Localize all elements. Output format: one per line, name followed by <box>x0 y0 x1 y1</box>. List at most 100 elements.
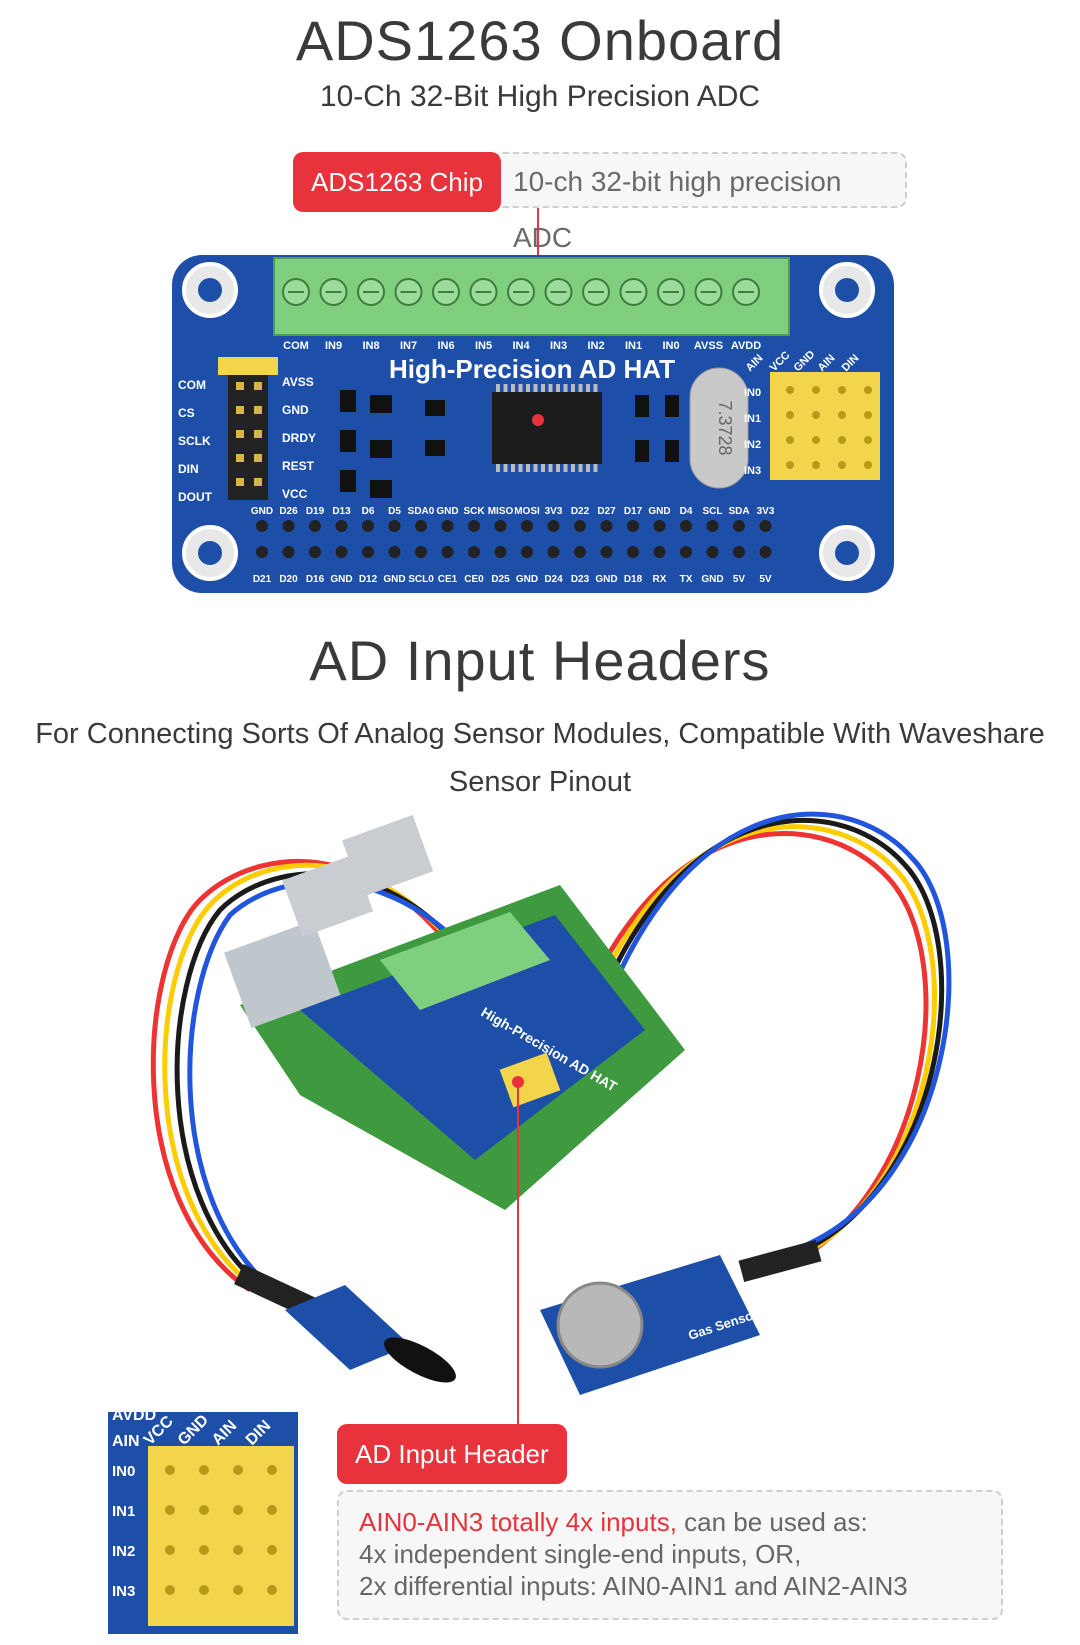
gpio-label: D18 <box>624 574 643 585</box>
left-header-label: CS <box>178 406 195 420</box>
terminal-label: IN9 <box>325 340 342 352</box>
gpio-label: D27 <box>597 506 616 517</box>
jumper-cap <box>218 357 278 375</box>
chip-callout-tag: ADS1263 Chip <box>293 152 501 212</box>
left-header-label: GND <box>282 403 309 417</box>
gpio-label: GND <box>701 574 723 585</box>
sensor-cables <box>150 811 952 1293</box>
left-header-label: DOUT <box>178 490 213 504</box>
ad-header-label: IN1 <box>744 413 761 425</box>
gpio-label: SDA <box>728 506 749 517</box>
sensor-connector <box>738 1240 822 1282</box>
gpio-label: D17 <box>624 506 643 517</box>
hat-on-pi <box>300 915 645 1160</box>
gpio-label: D26 <box>279 506 298 517</box>
inset-label: IN1 <box>112 1503 135 1520</box>
ad-header-label: IN2 <box>744 439 761 451</box>
gpio-label: MISO <box>488 506 514 517</box>
gpio-label: TX <box>680 574 693 585</box>
inset-label: AVDD <box>112 1407 156 1424</box>
terminal-label: IN8 <box>362 340 379 352</box>
inset-label: IN2 <box>112 1543 135 1560</box>
terminal-label: IN1 <box>625 340 642 352</box>
left-header-label: DIN <box>178 462 199 476</box>
ad-header-label: IN3 <box>744 465 761 477</box>
inset-label: IN3 <box>112 1583 135 1600</box>
desc-line-2: 4x independent single-end inputs, OR, <box>359 1539 802 1569</box>
hat-ad-header <box>499 1052 561 1108</box>
gpio-label: D12 <box>359 574 378 585</box>
gpio-label: 3V3 <box>545 506 563 517</box>
gpio-label: D25 <box>491 574 510 585</box>
flame-sensor-probe <box>384 1337 456 1383</box>
terminal-label: IN2 <box>587 340 604 352</box>
gpio-label: CE1 <box>438 574 458 585</box>
gpio-label: 5V <box>733 574 746 585</box>
header-callout-dot <box>512 1076 524 1088</box>
gpio-label: GND <box>251 506 273 517</box>
gpio-label: GND <box>516 574 538 585</box>
chip-callout-description: 10-ch 32-bit high precision ADC <box>493 152 907 253</box>
left-header-label: VCC <box>282 487 308 501</box>
left-header-label: COM <box>178 378 206 392</box>
gpio-label: D22 <box>571 506 590 517</box>
section-subtitle-onboard: 10-Ch 32-Bit High Precision ADC <box>319 80 761 113</box>
board-title: High-Precision AD HAT <box>389 354 675 384</box>
gpio-label: RX <box>653 574 667 585</box>
terminal-label: IN6 <box>437 340 454 352</box>
usb-port <box>282 854 374 937</box>
section-subtitle-headers: For Connecting Sorts Of Analog Sensor Mo… <box>35 718 1045 798</box>
terminal-label: COM <box>283 340 309 352</box>
gpio-label: 5V <box>759 574 772 585</box>
gpio-label: GND <box>436 506 458 517</box>
gpio-label: SCL <box>703 506 723 517</box>
gpio-label: D20 <box>279 574 298 585</box>
smd-components <box>340 390 679 498</box>
terminal-label: IN5 <box>475 340 492 352</box>
gpio-label: D19 <box>306 506 325 517</box>
gpio-label: CE0 <box>464 574 484 585</box>
terminal-label: IN3 <box>550 340 567 352</box>
ads1263-chip <box>492 392 602 464</box>
desc-rest: can be used as: <box>676 1507 868 1537</box>
gpio-label: D6 <box>362 506 375 517</box>
left-header-label: AVSS <box>282 375 314 389</box>
ethernet-port <box>224 920 341 1028</box>
gpio-label: D21 <box>253 574 272 585</box>
gpio-label: SCK <box>463 506 485 517</box>
gpio-label: GND <box>383 574 405 585</box>
mounting-hole <box>182 262 875 581</box>
gpio-label: D23 <box>571 574 590 585</box>
desc-highlight: AIN0-AIN3 totally 4x inputs, <box>359 1507 677 1537</box>
screw-terminals <box>282 278 760 306</box>
gpio-label: D24 <box>544 574 563 585</box>
header-callout-description: AIN0-AIN3 totally 4x inputs, can be used… <box>337 1490 1003 1620</box>
ad-header-label: IN0 <box>744 387 761 399</box>
gpio-label: D5 <box>388 506 401 517</box>
gpio-label: MOSI <box>514 506 540 517</box>
crystal-marking: 7.3728 <box>715 400 735 455</box>
gpio-label: 3V3 <box>757 506 775 517</box>
gpio-label: D13 <box>332 506 351 517</box>
terminal-label: AVSS <box>694 340 723 352</box>
gas-sensor-mesh <box>556 1281 644 1369</box>
left-header-label: SCLK <box>178 434 211 448</box>
terminal-label: IN0 <box>662 340 679 352</box>
gpio-label: SDA0 <box>408 506 435 517</box>
terminal-label: IN4 <box>512 340 530 352</box>
crystal-oscillator <box>689 367 749 489</box>
inset-label: IN0 <box>112 1463 135 1480</box>
hat-terminal-block <box>380 912 550 1010</box>
gpio-label: GND <box>648 506 670 517</box>
section-title-headers: AD Input Headers <box>309 629 771 692</box>
terminal-label: AVDD <box>731 340 761 352</box>
header-callout-tag: AD Input Header <box>337 1424 567 1484</box>
usb-port <box>342 814 434 897</box>
sensor-connector <box>234 1264 316 1318</box>
gpio-label: D4 <box>680 506 693 517</box>
gpio-label: SCL0 <box>408 574 434 585</box>
gpio-label: D16 <box>306 574 325 585</box>
left-header-label: DRDY <box>282 431 316 445</box>
inset-label: AIN <box>112 1433 140 1450</box>
